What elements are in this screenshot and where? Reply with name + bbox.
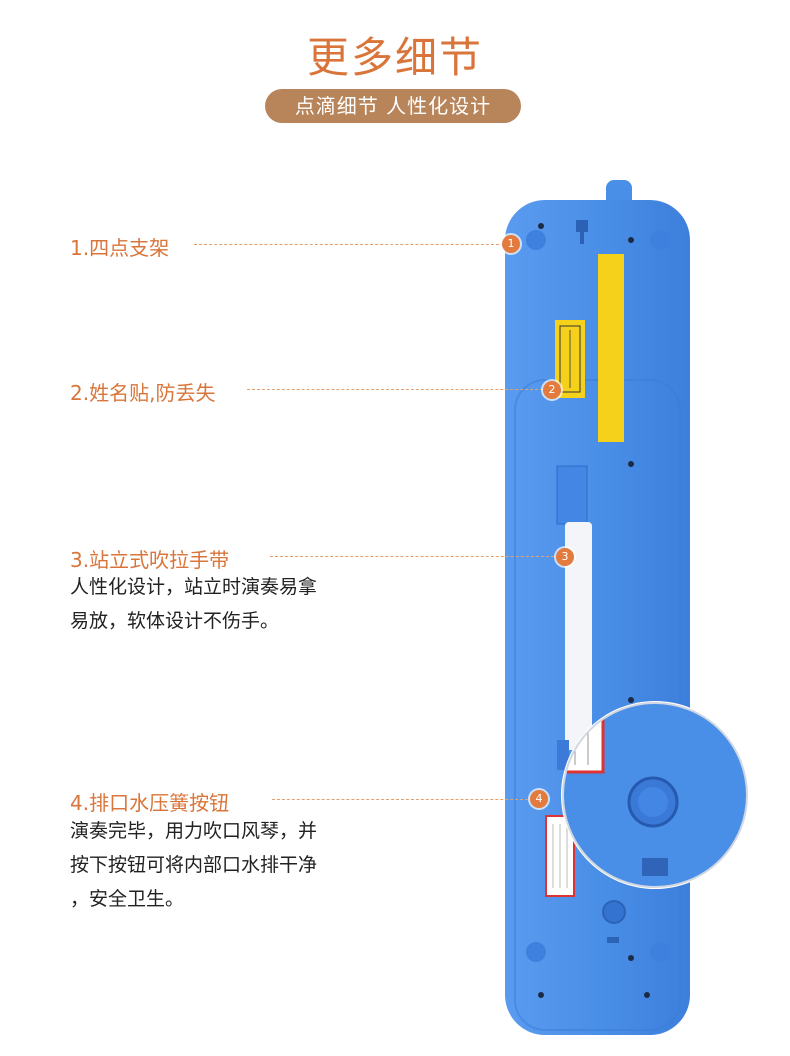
strap bbox=[565, 522, 592, 750]
leader-line-3 bbox=[270, 556, 554, 557]
foot bbox=[650, 942, 670, 962]
screw bbox=[628, 461, 634, 467]
drain-button bbox=[602, 900, 626, 924]
callout-number-4: 4 bbox=[530, 790, 548, 808]
callout-number-3: 3 bbox=[556, 548, 574, 566]
strap-clip bbox=[556, 465, 588, 525]
screw bbox=[628, 237, 634, 243]
subtitle-badge: 点滴细节 人性化设计 bbox=[265, 89, 521, 123]
leader-line-2 bbox=[247, 389, 543, 390]
screw bbox=[644, 992, 650, 998]
callout-number-2: 2 bbox=[543, 381, 561, 399]
screw bbox=[538, 223, 544, 229]
screw bbox=[538, 992, 544, 998]
feature-description-4: 演奏完毕，用力吹口风琴，并 按下按钮可将内部口水排干净 ，安全卫生。 bbox=[70, 814, 400, 916]
screw bbox=[628, 955, 634, 961]
feature-description-3: 人性化设计，站立时演奏易拿 易放，软体设计不伤手。 bbox=[70, 570, 400, 638]
brand-sticker bbox=[598, 254, 624, 442]
description-line: ，安全卫生。 bbox=[70, 888, 185, 910]
description-line: 易放，软体设计不伤手。 bbox=[70, 610, 280, 632]
callout-number-1: 1 bbox=[502, 235, 520, 253]
description-line: 按下按钮可将内部口水排干净 bbox=[70, 854, 318, 876]
feature-heading-4: 4.排口水压簧按钮 bbox=[70, 791, 230, 815]
feature-heading-3: 3.站立式吹拉手带 bbox=[70, 548, 230, 572]
foot bbox=[650, 230, 670, 250]
page-title: 更多细节 bbox=[306, 33, 483, 82]
description-line: 演奏完毕，用力吹口风琴，并 bbox=[70, 820, 318, 842]
screw bbox=[628, 697, 634, 703]
melodica-body bbox=[505, 200, 690, 1035]
leader-line-4 bbox=[272, 799, 528, 800]
foot bbox=[526, 942, 546, 962]
foot bbox=[526, 230, 546, 250]
description-line: 人性化设计，站立时演奏易拿 bbox=[70, 576, 318, 598]
leader-line-1 bbox=[194, 244, 504, 245]
feature-heading-1: 1.四点支架 bbox=[70, 236, 170, 260]
feature-heading-2: 2.姓名贴,防丢失 bbox=[70, 381, 216, 405]
